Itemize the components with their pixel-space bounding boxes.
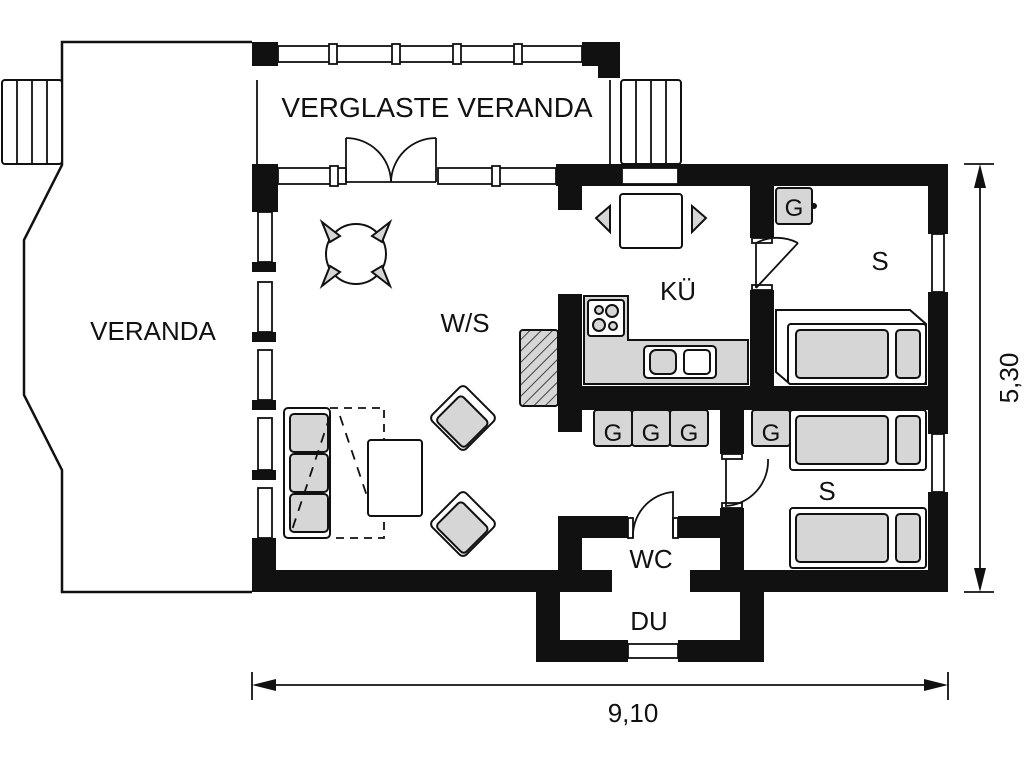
heater: G xyxy=(669,409,709,447)
armchair xyxy=(430,491,496,557)
room-label-veranda: VERANDA xyxy=(90,316,216,346)
room-label-shower: DU xyxy=(630,606,668,636)
depth-label: 5,30 xyxy=(994,353,1024,404)
room-label-wc: WC xyxy=(629,544,672,574)
room-label-glazed-veranda: VERGLASTE VERANDA xyxy=(281,92,593,123)
kitchen-counter xyxy=(583,295,749,385)
armchair xyxy=(430,385,496,451)
stove xyxy=(587,299,625,337)
heater: G xyxy=(751,409,791,447)
heater-label: G xyxy=(762,420,781,447)
heater: G xyxy=(775,187,817,225)
heater: G xyxy=(631,409,671,447)
bed xyxy=(789,507,927,569)
veranda-area xyxy=(1,40,252,594)
heater-label: G xyxy=(785,195,804,222)
room-label-kitchen: KÜ xyxy=(660,276,696,306)
depth-dimension: 5,30 xyxy=(964,163,1024,593)
kitchen-table xyxy=(594,193,708,249)
heater: G xyxy=(593,409,633,447)
round-table xyxy=(319,218,393,290)
glazed-window-top xyxy=(277,45,583,63)
doors xyxy=(627,236,799,539)
left-windows xyxy=(257,211,273,539)
glazed-veranda xyxy=(252,42,682,170)
fireplace xyxy=(519,329,559,407)
width-label: 9,10 xyxy=(608,698,659,728)
room-label-bedroom-1: S xyxy=(871,246,888,276)
bed xyxy=(775,309,927,385)
double-door xyxy=(345,137,437,183)
bed xyxy=(789,409,927,471)
coffee-table xyxy=(367,439,423,517)
interior-walls xyxy=(536,164,948,662)
heater-label: G xyxy=(680,420,699,447)
width-dimension: 9,10 xyxy=(251,672,949,728)
room-label-bedroom-2: S xyxy=(818,476,835,506)
shower-window xyxy=(627,643,679,659)
front-windows xyxy=(277,165,945,493)
heater-label: G xyxy=(642,420,661,447)
room-label-living-sleeping: W/S xyxy=(440,308,489,338)
heater-label: G xyxy=(604,420,623,447)
